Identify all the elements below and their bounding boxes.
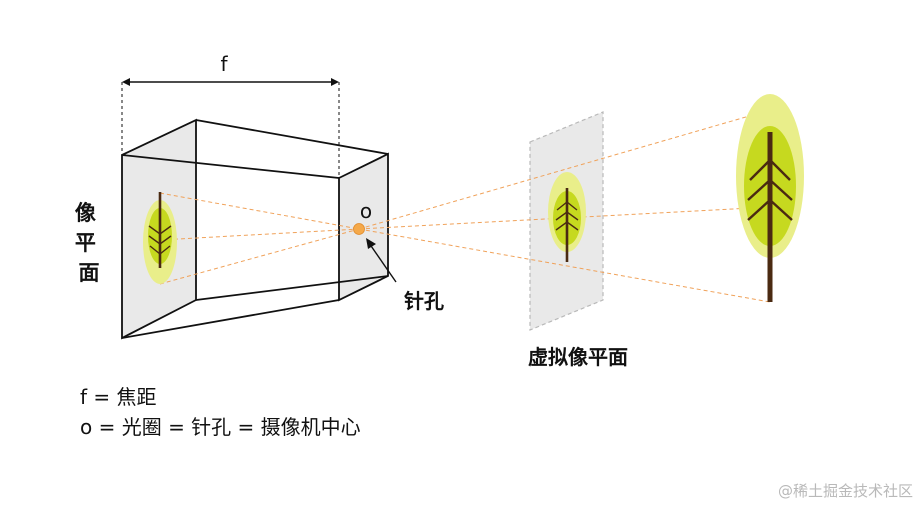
pinhole-pointer-arrow <box>366 238 397 283</box>
focal-length-dimension: f <box>121 52 340 178</box>
focal-length-label: f <box>220 52 228 76</box>
light-rays <box>159 109 771 303</box>
watermark: @稀土掘金技术社区 <box>777 482 913 500</box>
legend-focal-length: f = 焦距 <box>80 385 157 409</box>
aperture-label: o <box>360 199 372 223</box>
pinhole-point <box>353 223 365 235</box>
virtual-tree-image <box>548 172 586 262</box>
pinhole-label: 针孔 <box>404 289 444 313</box>
virtual-image-plane-label: 虚拟像平面 <box>528 345 628 369</box>
legend-aperture: o = 光圈 = 针孔 = 摄像机中心 <box>80 415 361 439</box>
real-tree-object <box>736 94 804 302</box>
inverted-tree-image <box>143 192 177 284</box>
image-plane-label: 像 平 面 <box>75 201 103 285</box>
